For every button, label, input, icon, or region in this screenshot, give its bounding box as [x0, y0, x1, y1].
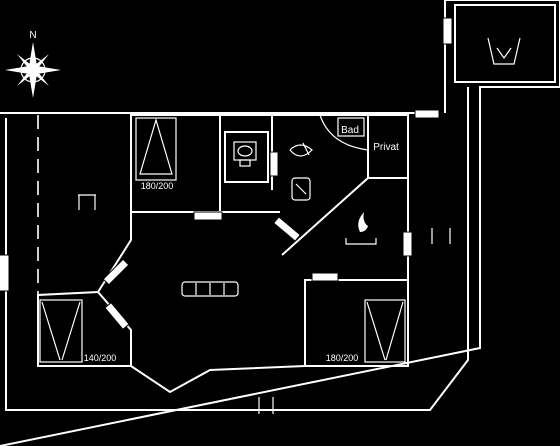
terrace-inner-line [5, 87, 469, 411]
fireplace-icon [345, 212, 377, 245]
bed-icon [135, 117, 177, 181]
annex-inner [454, 4, 556, 83]
bed-label-bottom-left: 140/200 [84, 353, 117, 363]
bath-label: Bad [341, 125, 359, 136]
wall-toilet-box [224, 131, 269, 183]
bed-icon [39, 299, 83, 363]
sofa-icon [181, 281, 239, 297]
shower-tray [337, 117, 365, 137]
door-icon [0, 17, 453, 331]
compass-rose-icon: N [5, 30, 61, 98]
stove-icon [291, 177, 311, 201]
terrace-icon [78, 194, 96, 210]
shower-icon [319, 114, 369, 151]
bed-label-right: 180/200 [326, 353, 359, 363]
north-label: N [29, 30, 36, 41]
terrace-icon [258, 397, 274, 414]
wall-diagonal-kitchen [281, 177, 369, 256]
utility-label: Privat [373, 142, 399, 153]
boat-icon [487, 37, 521, 65]
terrace-icon [431, 228, 451, 244]
washbasin-icon [289, 142, 313, 157]
bed-label-top-left: 180/200 [141, 181, 174, 191]
wall-bedroom-right [304, 279, 408, 366]
bed-icon [364, 299, 406, 363]
toilet-icon [233, 141, 257, 167]
house-outline [37, 113, 409, 394]
wall-bath [367, 115, 408, 179]
